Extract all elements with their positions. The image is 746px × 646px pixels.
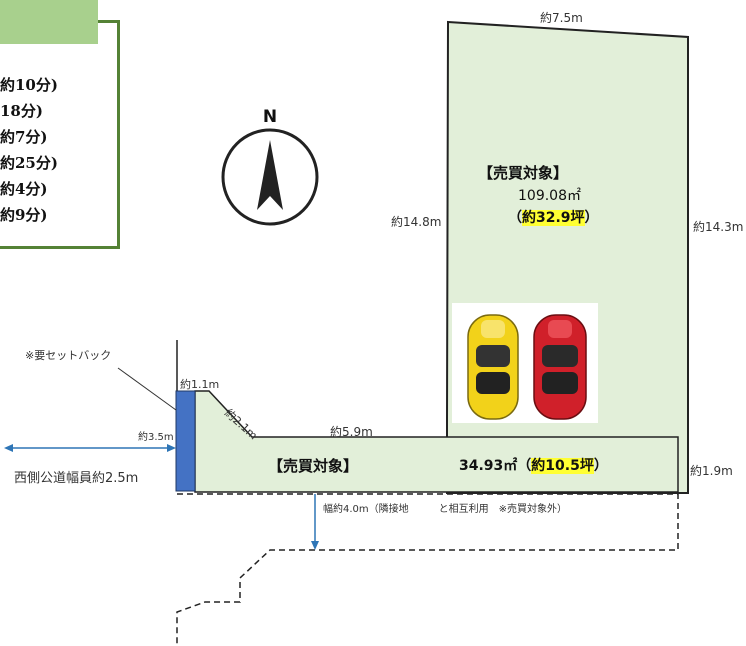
upper-lot-area: 109.08㎡: [518, 188, 581, 204]
paren-open: （: [508, 210, 522, 226]
info-line: 約25分): [0, 154, 58, 172]
upper-lot-title: 【売買対象】: [478, 164, 569, 182]
lower-lot-area: 34.93㎡: [459, 458, 518, 474]
lower-lot-area-line: 34.93㎡（約10.5坪）: [459, 455, 608, 475]
access-info-box: [0, 20, 120, 249]
upper-lot-tsubo-value: 約32.9坪: [522, 210, 585, 226]
compass-needle: [257, 140, 283, 210]
access-info-lines: 約10分) 18分) 約7分) 約25分) 約4分) 約9分): [0, 72, 58, 228]
lower-lot-left-dimension: 約3.5m: [138, 432, 174, 443]
setback-pointer: [117, 367, 177, 411]
upper-lot-right-dimension: 約14.3m: [693, 220, 744, 234]
info-line: 約10分): [0, 76, 58, 94]
info-box-top-border: [98, 20, 120, 23]
info-line: 約7分): [0, 128, 48, 146]
paren-open: （: [517, 458, 532, 474]
paren-close: ）: [584, 210, 599, 226]
info-box-header: [0, 0, 98, 44]
yellow-car-icon: [467, 314, 519, 420]
compass-circle: [221, 128, 319, 226]
red-car-icon: [533, 314, 587, 420]
upper-lot-tsubo: （約32.9坪）: [508, 207, 599, 227]
lower-lot-title: 【売買対象】: [268, 457, 359, 475]
setback-bar: [175, 390, 196, 492]
west-road-width-label: 西側公道幅員約2.5m: [14, 471, 139, 486]
info-line: 約9分): [0, 206, 48, 224]
north-label: N: [262, 107, 278, 127]
upper-lot-top-dimension: 約7.5m: [540, 11, 583, 25]
info-line: 18分): [0, 102, 43, 120]
lower-lot-top-dimension: 約5.9m: [330, 425, 373, 439]
lower-lot-tsubo-value: 約10.5坪: [531, 458, 594, 474]
shared-road-label: 幅約4.0m（隣接地 と相互利用 ※売買対象外）: [323, 504, 568, 515]
lower-lot-corner-dimension: 約1.1m: [180, 378, 220, 391]
lower-lot-right-dimension: 約1.9m: [690, 464, 733, 478]
paren-close: ）: [593, 458, 608, 474]
info-line: 約4分): [0, 180, 48, 198]
shared-road-outline: [176, 493, 679, 646]
setback-note: ※要セットバック: [25, 349, 112, 362]
upper-lot-left-dimension: 約14.8m: [391, 215, 442, 229]
